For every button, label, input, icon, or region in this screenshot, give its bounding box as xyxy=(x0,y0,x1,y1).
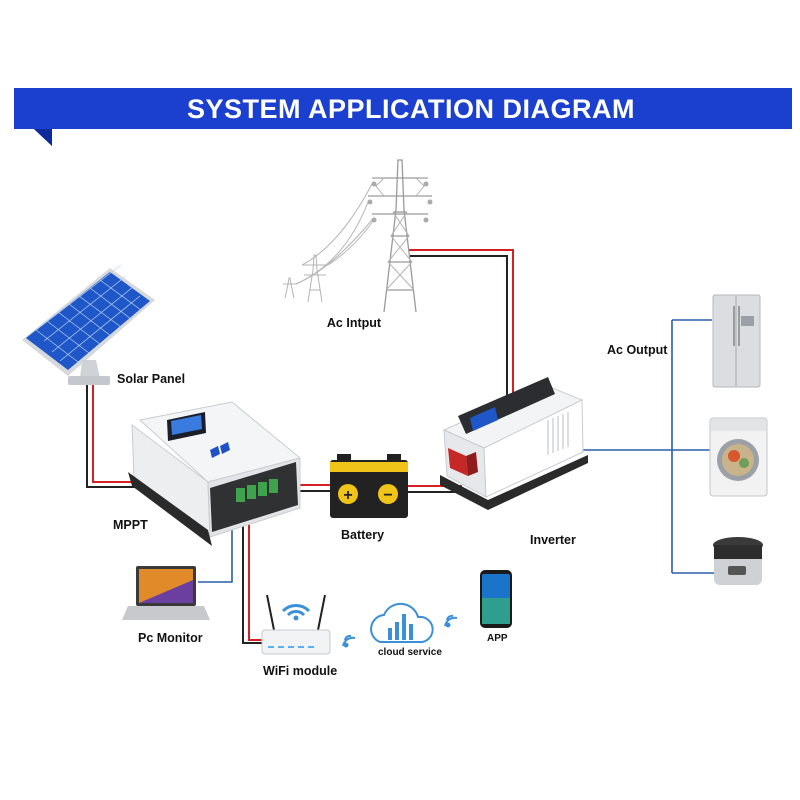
smartphone-icon xyxy=(480,570,512,628)
ac-input-wire-neutral xyxy=(409,255,508,398)
pc-link xyxy=(198,520,233,583)
pc-monitor-label: Pc Monitor xyxy=(138,631,203,645)
wifi-link-black xyxy=(242,522,263,644)
cloud-icon xyxy=(370,602,434,643)
ac-output-label: Ac Output xyxy=(607,343,668,357)
refrigerator-icon xyxy=(712,294,761,388)
ac-input-wire-live xyxy=(409,249,514,395)
solar-panel-label: Solar Panel xyxy=(117,372,185,386)
wifi-signal-icon xyxy=(444,614,458,628)
wifi-link-red xyxy=(248,522,263,641)
wiring xyxy=(86,249,714,644)
banner-shape xyxy=(14,88,792,146)
battery-positive-terminal: + xyxy=(343,487,352,504)
rice-cooker-icon xyxy=(713,537,763,585)
inverter-label: Inverter xyxy=(530,533,576,547)
mppt-controller-icon xyxy=(128,401,302,546)
mppt-label: MPPT xyxy=(113,518,148,532)
washing-machine-icon xyxy=(709,417,768,497)
solar-panel-icon xyxy=(22,264,155,385)
battery-icon: + − xyxy=(330,454,408,518)
wifi-module-label: WiFi module xyxy=(263,664,337,678)
inverter-icon xyxy=(440,377,588,510)
laptop-icon xyxy=(122,566,210,620)
title-banner: SYSTEM APPLICATION DIAGRAM xyxy=(14,88,792,146)
wifi-router-icon xyxy=(261,594,331,655)
diagram-title: SYSTEM APPLICATION DIAGRAM xyxy=(187,94,635,124)
brand-logo xyxy=(210,442,230,458)
cloud-service-label: cloud service xyxy=(378,647,442,658)
banner-tab xyxy=(34,129,52,146)
battery-label: Battery xyxy=(341,528,384,542)
transmission-tower-icon xyxy=(283,159,433,313)
battery-negative-terminal: − xyxy=(383,487,392,504)
wifi-signal-icon xyxy=(342,634,356,648)
app-label: APP xyxy=(487,633,508,644)
ac-input-label: Ac Intput xyxy=(327,316,382,330)
